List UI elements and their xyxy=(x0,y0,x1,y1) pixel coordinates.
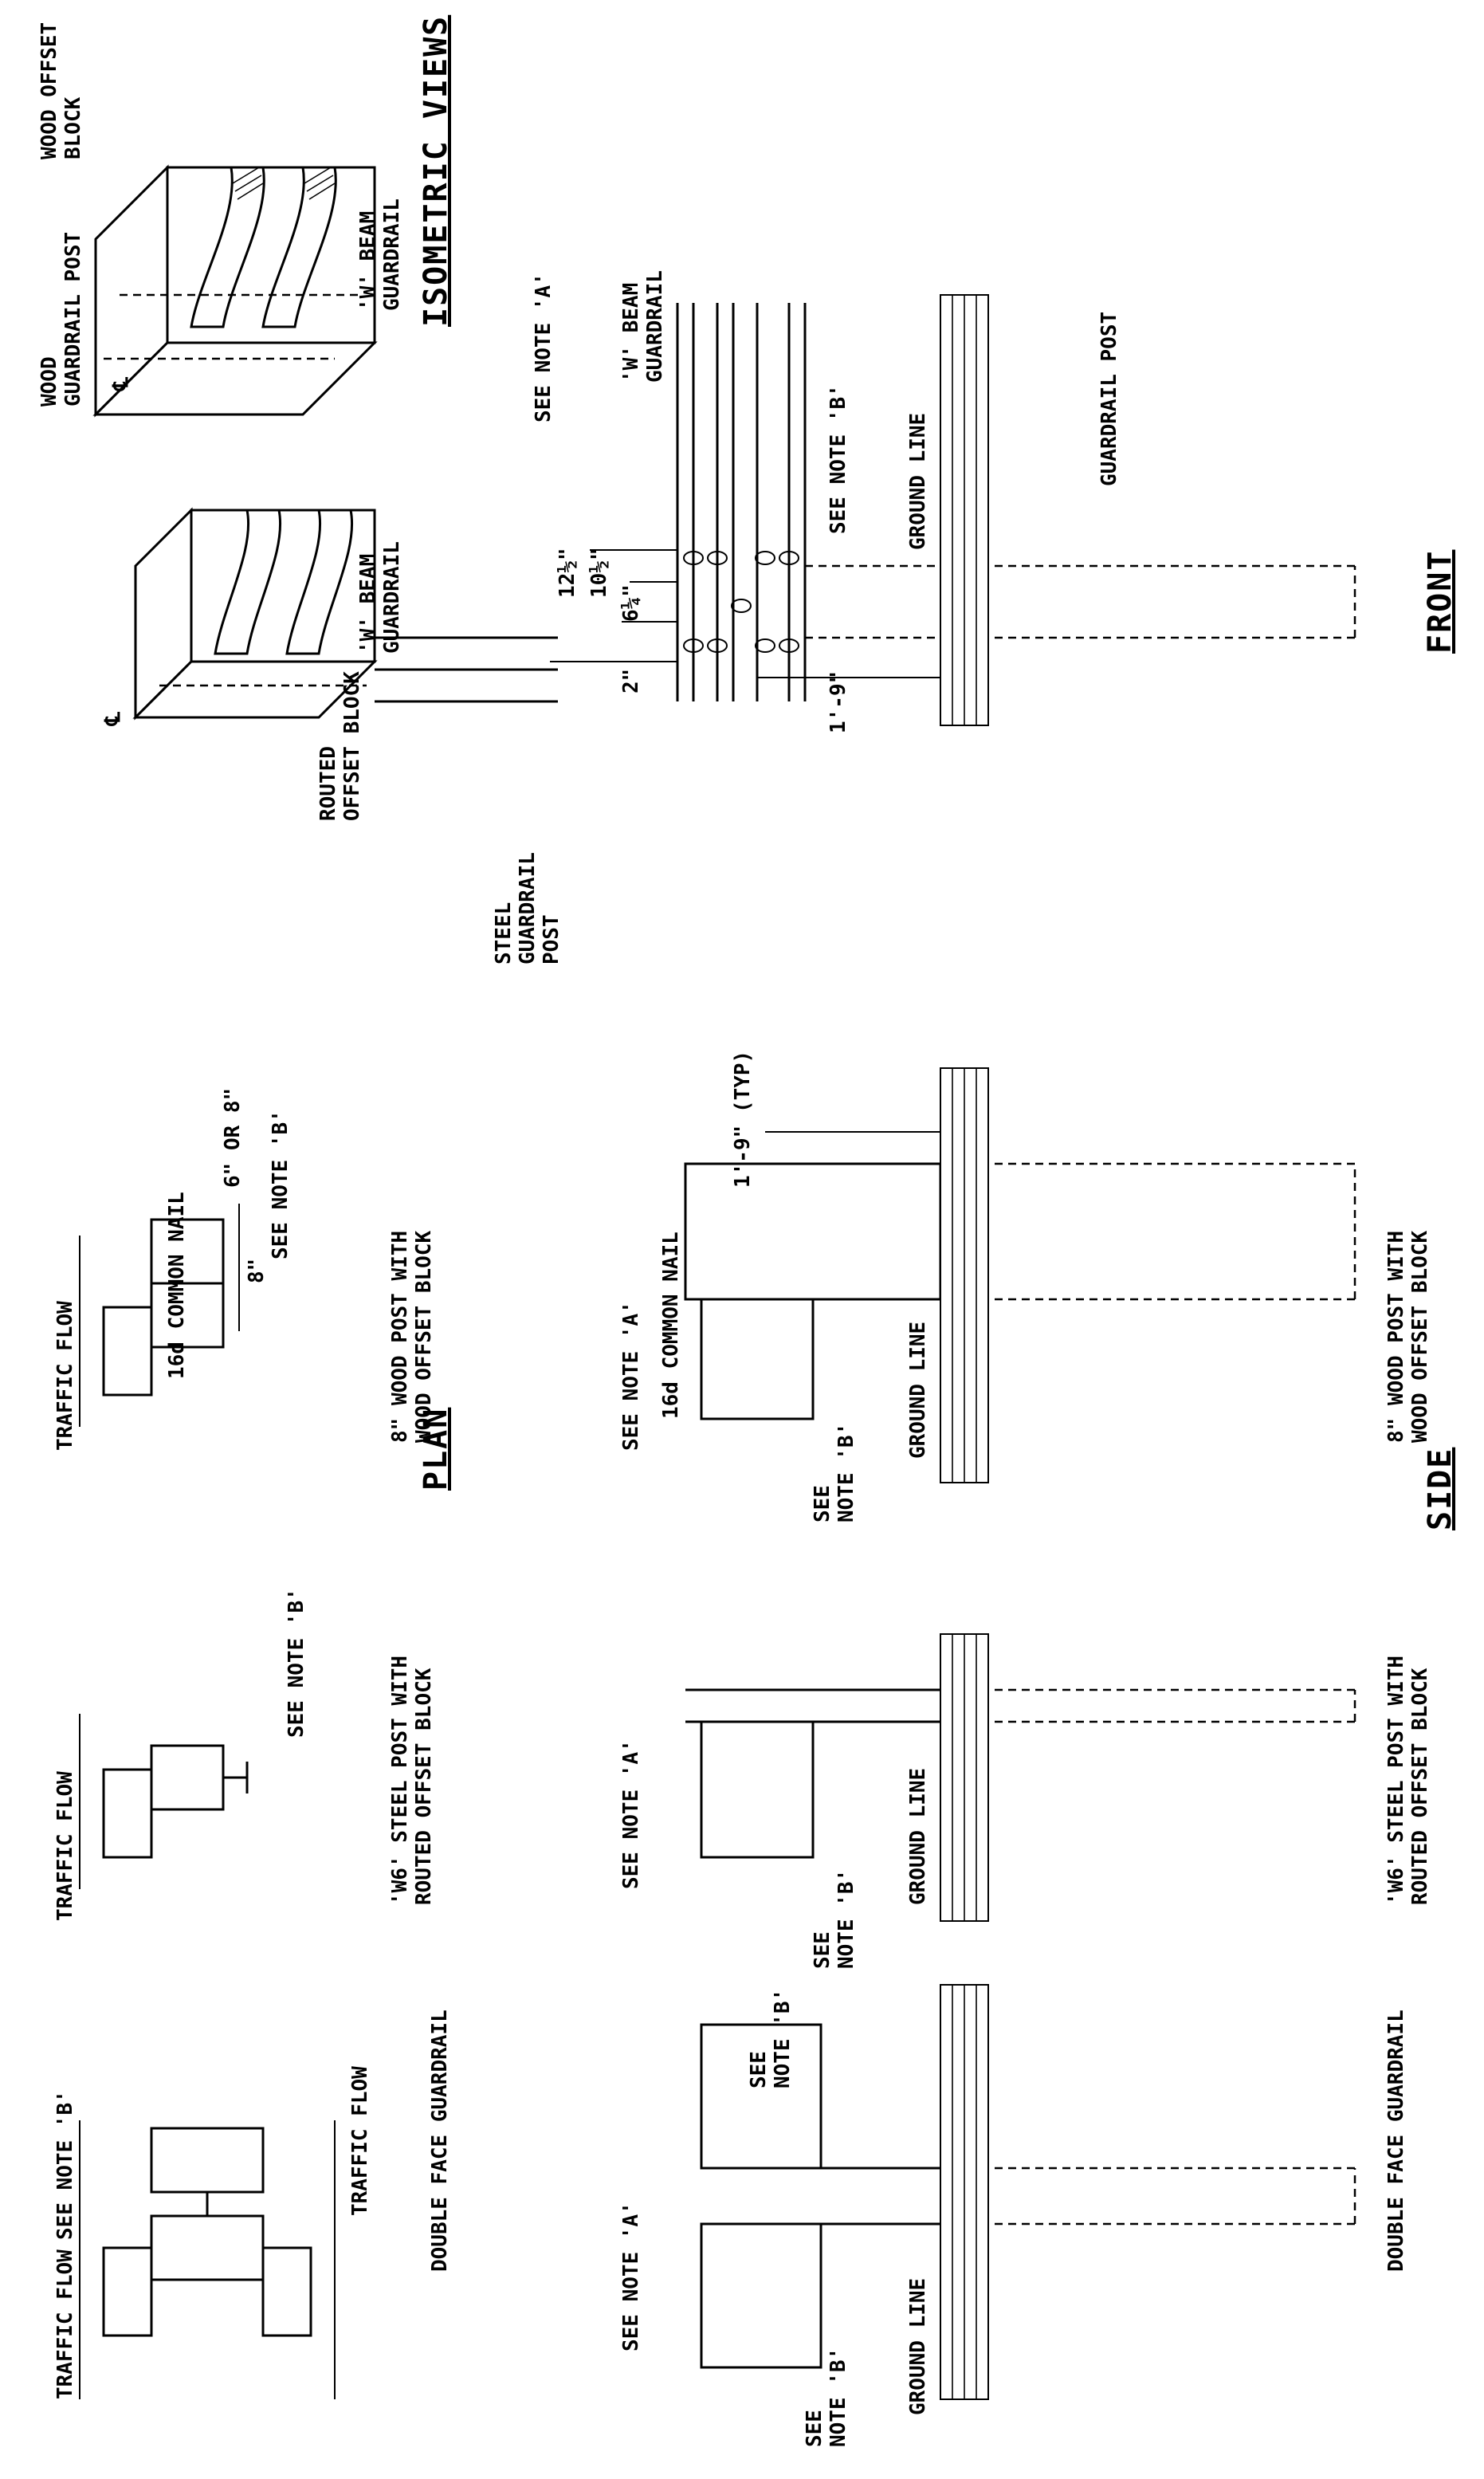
label-side3-note-b: NOTE 'B' xyxy=(834,1423,858,1522)
label-side1-note-b-2: NOTE 'B' xyxy=(826,2347,850,2447)
title-side: SIDE xyxy=(1422,1448,1458,1530)
label-front-w-beam-2: GUARDRAIL xyxy=(643,270,667,383)
dim-plan3-6-or-8: 6" OR 8" xyxy=(221,1088,245,1188)
dim-6-25: 6¼" xyxy=(619,584,643,622)
label-plan3-caption-2: WOOD OFFSET BLOCK xyxy=(412,1231,436,1443)
dim-10-5: 10½" xyxy=(587,548,611,598)
plan-w6-steel: TRAFFIC FLOW SEE NOTE 'B' 'W6' STEEL POS… xyxy=(53,1588,436,1921)
dim-front-1-9: 1'-9" xyxy=(826,671,850,733)
label-wood-guardrail-post-1: WOOD xyxy=(37,356,61,407)
label-plan3-see-note-b: SEE NOTE 'B' xyxy=(269,1110,292,1259)
label-front-see-note-b: SEE NOTE 'B' xyxy=(826,384,850,534)
label-front-see-note-a: SEE NOTE 'A' xyxy=(532,273,556,422)
label-steel-w-beam-2: GUARDRAIL xyxy=(380,541,404,654)
label-plan3-caption-1: 8" WOOD POST WITH xyxy=(388,1231,412,1443)
label-iso-w-beam-2: GUARDRAIL xyxy=(380,198,404,311)
label-side3-caption-2: WOOD OFFSET BLOCK xyxy=(1408,1231,1432,1443)
label-side2-see-note-a: SEE NOTE 'A' xyxy=(619,1739,643,1889)
label-steel-guardrail-post-3: POST xyxy=(540,914,563,964)
plan-8in-wood: TRAFFIC FLOW 16d COMMON NAIL 8" SEE NOTE… xyxy=(53,1088,436,1451)
dim-plan3-8: 8" xyxy=(245,1259,269,1283)
plan-double-face: TRAFFIC FLOW TRAFFIC FLOW SEE NOTE 'B' D… xyxy=(53,2010,452,2399)
label-side3-ground-line: GROUND LINE xyxy=(906,1322,930,1459)
label-side3-see: SEE xyxy=(811,1485,834,1522)
label-side3-common-nail: 16d COMMON NAIL xyxy=(659,1232,683,1419)
label-side2-caption-1: 'W6' STEEL POST WITH xyxy=(1384,1656,1408,1905)
label-wood-guardrail-post-2: GUARDRAIL POST xyxy=(61,232,85,407)
label-side1-see: SEE xyxy=(747,2051,771,2088)
label-iso-w-beam-1: 'W' BEAM xyxy=(356,211,380,311)
label-side1-see-note-a: SEE NOTE 'A' xyxy=(619,2202,643,2351)
label-side2-caption-2: ROUTED OFFSET BLOCK xyxy=(1408,1668,1432,1905)
label-side3-see-note-a: SEE NOTE 'A' xyxy=(619,1301,643,1451)
label-steel-guardrail-post-2: GUARDRAIL xyxy=(516,852,540,964)
label-side1-ground-line: GROUND LINE xyxy=(906,2278,930,2415)
title-front: FRONT xyxy=(1422,550,1458,654)
label-routed-offset-block-1: ROUTED xyxy=(316,746,340,821)
label-side1-see-2: SEE xyxy=(803,2410,826,2447)
label-centerline-iso-1: ℄ xyxy=(109,376,133,391)
side-8in-wood: SEE NOTE 'A' 16d COMMON NAIL GROUND LINE… xyxy=(619,1051,1432,1522)
label-plan2-see-note-b: SEE NOTE 'B' xyxy=(285,1588,308,1738)
label-side1-note-b: NOTE 'B' xyxy=(771,1989,795,2088)
label-plan1-traffic-flow-2: TRAFFIC FLOW xyxy=(348,2066,372,2216)
label-side1-double-face: DOUBLE FACE GUARDRAIL xyxy=(1384,2010,1408,2272)
label-plan2-traffic-flow: TRAFFIC FLOW xyxy=(53,1771,77,1921)
isometric-steel-post: ROUTED OFFSET BLOCK STEEL GUARDRAIL POST… xyxy=(101,507,563,964)
label-side2-see: SEE xyxy=(811,1931,834,1969)
label-plan1-see-note-b: SEE NOTE 'B' xyxy=(53,2090,77,2240)
label-plan3-traffic-flow: TRAFFIC FLOW xyxy=(53,1301,77,1451)
label-front-w-beam-1: 'W' BEAM xyxy=(619,283,643,383)
label-plan2-caption-2: ROUTED OFFSET BLOCK xyxy=(412,1668,436,1905)
label-side3-caption-1: 8" WOOD POST WITH xyxy=(1384,1231,1408,1443)
label-routed-offset-block-2: OFFSET BLOCK xyxy=(340,671,364,821)
label-front-guardrail-post: GUARDRAIL POST xyxy=(1097,312,1121,486)
front-view: 12½" 10½" 6¼" 2" 1'-9" SEE NOTE 'A' 'W' … xyxy=(532,270,1356,733)
label-plan3-common-nail: 16d COMMON NAIL xyxy=(165,1192,189,1379)
isometric-wood-post: WOOD GUARDRAIL POST WOOD OFFSET BLOCK 'W… xyxy=(37,22,404,418)
label-side2-note-b: NOTE 'B' xyxy=(834,1869,858,1969)
label-centerline-iso-2: ℄ xyxy=(101,711,125,726)
label-side2-ground-line: GROUND LINE xyxy=(906,1768,930,1905)
side-double-face: SEE NOTE 'A' SEE NOTE 'B' GROUND LINE SE… xyxy=(619,1984,1408,2447)
label-wood-offset-block-2: BLOCK xyxy=(61,96,85,159)
label-front-ground-line: GROUND LINE xyxy=(906,413,930,550)
side-w6-steel: SEE NOTE 'A' GROUND LINE SEE NOTE 'B' 'W… xyxy=(619,1633,1432,1969)
dim-12-5: 12½" xyxy=(556,548,579,598)
dim-side3-1-9-typ: 1'-9" (TYP) xyxy=(731,1051,755,1188)
title-plan: PLAN xyxy=(418,1408,454,1491)
label-steel-w-beam-1: 'W' BEAM xyxy=(356,554,380,654)
label-plan1-traffic-flow-1: TRAFFIC FLOW xyxy=(53,2249,77,2399)
dim-2: 2" xyxy=(619,669,643,693)
title-isometric-views: ISOMETRIC VIEWS xyxy=(418,15,454,327)
label-plan1-double-face: DOUBLE FACE GUARDRAIL xyxy=(428,2010,452,2272)
label-wood-offset-block-1: WOOD OFFSET xyxy=(37,22,61,159)
label-plan2-caption-1: 'W6' STEEL POST WITH xyxy=(388,1656,412,1905)
label-steel-guardrail-post-1: STEEL xyxy=(492,902,516,964)
